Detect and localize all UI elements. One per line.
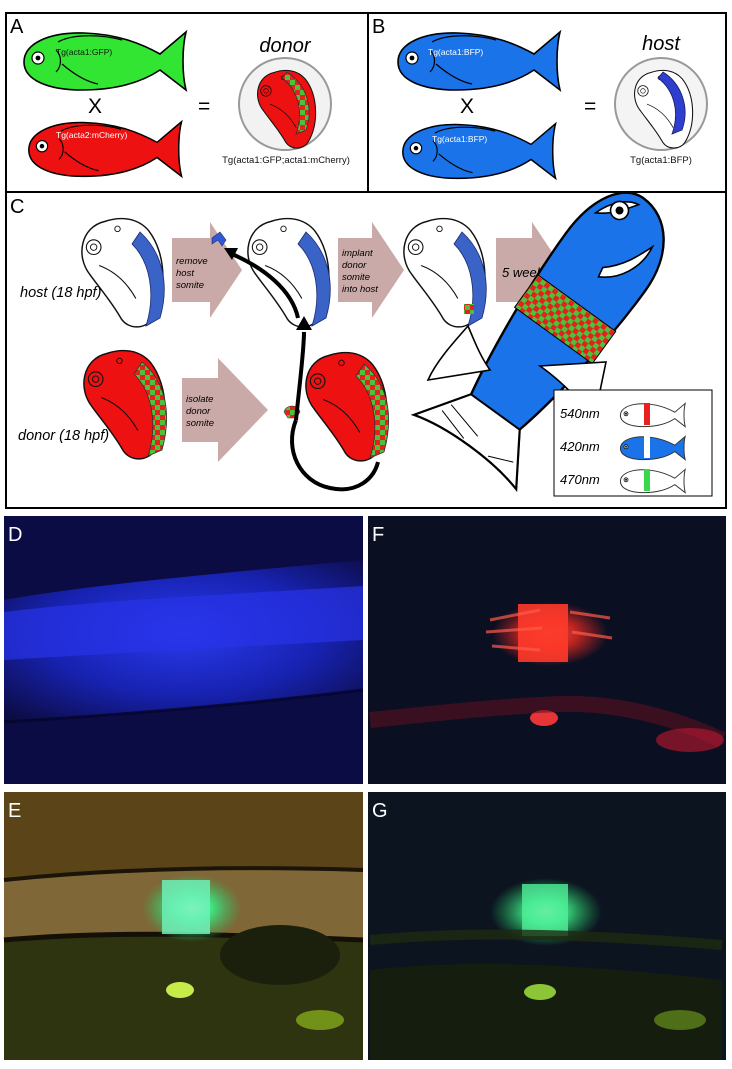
step-remove-line1: remove [176, 256, 208, 267]
panel-c-label: C [10, 196, 24, 218]
step-remove-line3: somite [176, 280, 204, 291]
micrograph-f [368, 516, 726, 784]
step-implant-line2: donor [342, 260, 367, 271]
step-implant-line1: implant [342, 248, 373, 259]
host-genotype: Tg(acta1:BFP) [630, 155, 692, 166]
donor-stage-label: donor (18 hpf) [18, 428, 109, 444]
panel-g-label: G [372, 800, 388, 822]
remove-path-arrow [231, 252, 300, 319]
implant-path-arrow [290, 419, 380, 492]
arrow-remove-icon [172, 222, 242, 318]
host-somites-2 [297, 231, 331, 327]
panel-a-equals: = [198, 95, 210, 118]
host-somites-icon [657, 71, 686, 135]
donor-title: donor [259, 35, 311, 57]
host-title: host [642, 33, 681, 55]
implanted-somite-icon [464, 304, 474, 314]
legend-420-stripe [644, 436, 650, 458]
adult-fin-top [426, 324, 492, 382]
legend-540-stripe [644, 403, 650, 425]
fish-mcherry-label: Tg(acta2:mCherry) [56, 130, 127, 140]
legend-470-stripe [644, 469, 650, 491]
micrograph-e [3, 792, 364, 1060]
panel-f-label: F [372, 524, 384, 546]
host-stage-label: host (18 hpf) [20, 285, 101, 301]
legend-row-540: 540nm [560, 402, 686, 428]
legend-470-label: 470nm [560, 472, 600, 487]
remove-path-arrowhead [224, 248, 238, 260]
fish-bfp-top-label: Tg(acta1:BFP) [428, 47, 483, 57]
step-remove-line2: host [176, 268, 194, 279]
panel-b-cross: X [460, 95, 474, 118]
panel-b-label: B [372, 16, 385, 38]
step-isolate-line2: donor [186, 406, 211, 417]
micrograph-g [368, 792, 726, 1060]
step-implant-line4: into host [342, 284, 378, 295]
arrow-implant-icon [338, 222, 404, 318]
legend-row-470: 470nm [560, 468, 686, 494]
implant-path-arrowhead [296, 316, 312, 330]
panel-a-cross: X [88, 95, 102, 118]
step-implant-line3: somite [342, 272, 370, 283]
legend-row-420: 420nm [560, 435, 686, 461]
host-somites-1 [131, 231, 165, 327]
legend-540-label: 540nm [560, 406, 600, 421]
adult-chimera [410, 191, 665, 493]
donor-somites-2 [355, 363, 389, 459]
removed-somite-icon [211, 231, 227, 247]
panel-b-equals: = [584, 95, 596, 118]
fish-bfp-bottom-label: Tg(acta1:BFP) [432, 134, 487, 144]
donor-genotype: Tg(acta1:GFP;acta1:mCherry) [222, 155, 350, 166]
panel-d-label: D [8, 524, 22, 546]
panel-e-label: E [8, 800, 21, 822]
panel-a-label: A [10, 16, 24, 38]
donor-somites-icon [281, 71, 310, 135]
donor-somites-1 [133, 361, 167, 457]
arrow-isolate-icon [182, 358, 268, 462]
micrograph-d [3, 516, 364, 784]
fish-gfp-label: Tg(acta1:GFP) [56, 47, 112, 57]
legend-420-label: 420nm [560, 439, 600, 454]
step-isolate-line3: somite [186, 418, 214, 429]
implant-path-up [294, 331, 306, 421]
step-isolate-line1: isolate [186, 394, 213, 405]
